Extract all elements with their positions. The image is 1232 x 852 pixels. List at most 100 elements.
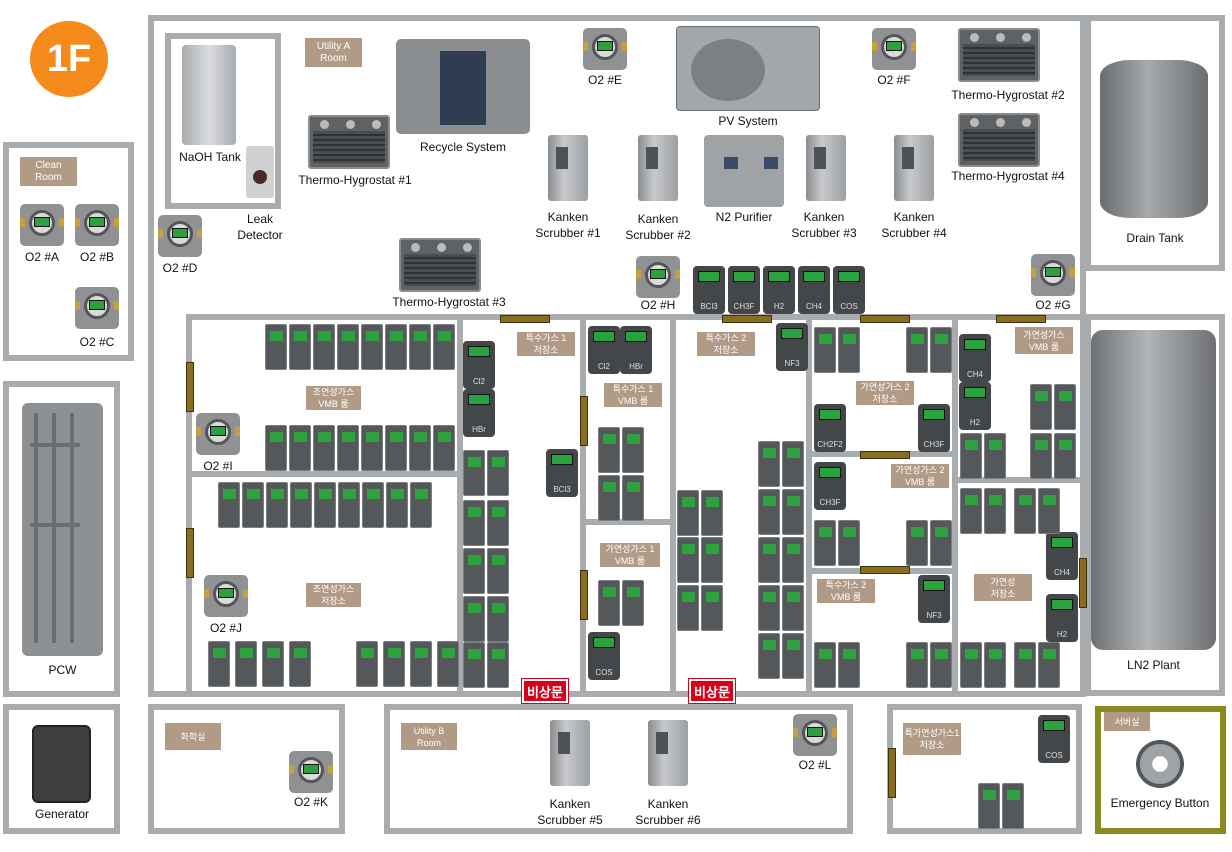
generator-unit[interactable] bbox=[32, 725, 91, 803]
gas-cabinet-mini[interactable] bbox=[242, 482, 264, 528]
gas-cabinet-mini[interactable] bbox=[1030, 433, 1052, 479]
gas-cabinet-mini[interactable] bbox=[356, 641, 378, 687]
drain-tank[interactable] bbox=[1100, 60, 1208, 218]
o2-sensor-j[interactable] bbox=[204, 575, 248, 617]
kanken-scrubber-4[interactable] bbox=[894, 135, 934, 201]
gas-cabinet-mini[interactable] bbox=[289, 641, 311, 687]
leak-detector[interactable] bbox=[246, 146, 274, 198]
gas-cabinet-mini[interactable] bbox=[782, 537, 804, 583]
gas-cabinet-mini[interactable] bbox=[1030, 384, 1052, 430]
gas-cabinet-mini[interactable] bbox=[622, 427, 644, 473]
thermo-hygrostat-2[interactable] bbox=[958, 28, 1040, 82]
gas-cabinet-mini[interactable] bbox=[218, 482, 240, 528]
gas-cabinet-mini[interactable] bbox=[463, 450, 485, 496]
gas-cabinet-mini[interactable] bbox=[978, 783, 1000, 829]
nf3-cabinet[interactable]: NF3 bbox=[776, 323, 808, 371]
h2-cabinet-3[interactable]: H2 bbox=[1046, 594, 1078, 642]
gas-cabinet-mini[interactable] bbox=[677, 490, 699, 536]
gas-cabinet-mini[interactable] bbox=[1054, 384, 1076, 430]
gas-cabinet-mini[interactable] bbox=[409, 324, 431, 370]
kanken-scrubber-1[interactable] bbox=[548, 135, 588, 201]
gas-cabinet-mini[interactable] bbox=[758, 489, 780, 535]
gas-cabinet-mini[interactable] bbox=[960, 488, 982, 534]
gas-cabinet-mini[interactable] bbox=[930, 327, 952, 373]
ch3f-cabinet[interactable]: CH3F bbox=[728, 266, 760, 314]
gas-cabinet-mini[interactable] bbox=[598, 475, 620, 521]
bcl3-cabinet-2[interactable]: BCl3 bbox=[546, 449, 578, 497]
gas-cabinet-mini[interactable] bbox=[1014, 488, 1036, 534]
gas-cabinet-mini[interactable] bbox=[463, 500, 485, 546]
ch3f-cabinet-3[interactable]: CH3F bbox=[814, 462, 846, 510]
ch2f2-cabinet[interactable]: CH2F2 bbox=[814, 404, 846, 452]
gas-cabinet-mini[interactable] bbox=[362, 482, 384, 528]
gas-cabinet-mini[interactable] bbox=[622, 475, 644, 521]
o2-sensor-i[interactable] bbox=[196, 413, 240, 455]
o2-sensor-k[interactable] bbox=[289, 751, 333, 793]
o2-sensor-h[interactable] bbox=[636, 256, 680, 298]
gas-cabinet-mini[interactable] bbox=[361, 324, 383, 370]
gas-cabinet-mini[interactable] bbox=[385, 425, 407, 471]
gas-cabinet-mini[interactable] bbox=[313, 324, 335, 370]
thermo-hygrostat-3[interactable] bbox=[399, 238, 481, 292]
h2-cabinet[interactable]: H2 bbox=[763, 266, 795, 314]
gas-cabinet-mini[interactable] bbox=[782, 633, 804, 679]
kanken-scrubber-2[interactable] bbox=[638, 135, 678, 201]
gas-cabinet-mini[interactable] bbox=[814, 520, 836, 566]
ch4-cabinet-3[interactable]: CH4 bbox=[1046, 532, 1078, 580]
gas-cabinet-mini[interactable] bbox=[262, 641, 284, 687]
gas-cabinet-mini[interactable] bbox=[1038, 488, 1060, 534]
gas-cabinet-mini[interactable] bbox=[598, 580, 620, 626]
n2-purifier[interactable] bbox=[704, 135, 784, 207]
gas-cabinet-mini[interactable] bbox=[782, 585, 804, 631]
gas-cabinet-mini[interactable] bbox=[814, 327, 836, 373]
gas-cabinet-mini[interactable] bbox=[265, 324, 287, 370]
o2-sensor-a[interactable] bbox=[20, 204, 64, 246]
gas-cabinet-mini[interactable] bbox=[930, 520, 952, 566]
gas-cabinet-mini[interactable] bbox=[701, 585, 723, 631]
gas-cabinet-mini[interactable] bbox=[960, 642, 982, 688]
o2-sensor-e[interactable] bbox=[583, 28, 627, 70]
bcl3-cabinet[interactable]: BCl3 bbox=[693, 266, 725, 314]
gas-cabinet-mini[interactable] bbox=[677, 537, 699, 583]
gas-cabinet-mini[interactable] bbox=[782, 441, 804, 487]
cos-cabinet[interactable]: COS bbox=[833, 266, 865, 314]
gas-cabinet-mini[interactable] bbox=[1038, 642, 1060, 688]
gas-cabinet-mini[interactable] bbox=[906, 520, 928, 566]
gas-cabinet-mini[interactable] bbox=[984, 488, 1006, 534]
gas-cabinet-mini[interactable] bbox=[984, 642, 1006, 688]
gas-cabinet-mini[interactable] bbox=[598, 427, 620, 473]
gas-cabinet-mini[interactable] bbox=[487, 548, 509, 594]
gas-cabinet-mini[interactable] bbox=[487, 642, 509, 688]
gas-cabinet-mini[interactable] bbox=[701, 490, 723, 536]
gas-cabinet-mini[interactable] bbox=[383, 641, 405, 687]
gas-cabinet-mini[interactable] bbox=[814, 642, 836, 688]
gas-cabinet-mini[interactable] bbox=[782, 489, 804, 535]
gas-cabinet-mini[interactable] bbox=[463, 596, 485, 642]
gas-cabinet-mini[interactable] bbox=[758, 441, 780, 487]
gas-cabinet-mini[interactable] bbox=[289, 324, 311, 370]
gas-cabinet-mini[interactable] bbox=[265, 425, 287, 471]
cos-cabinet-2[interactable]: COS bbox=[588, 632, 620, 680]
o2-sensor-l[interactable] bbox=[793, 714, 837, 756]
gas-cabinet-mini[interactable] bbox=[1054, 433, 1076, 479]
thermo-hygrostat-4[interactable] bbox=[958, 113, 1040, 167]
gas-cabinet-mini[interactable] bbox=[410, 482, 432, 528]
gas-cabinet-mini[interactable] bbox=[433, 324, 455, 370]
ch4-cabinet[interactable]: CH4 bbox=[798, 266, 830, 314]
gas-cabinet-mini[interactable] bbox=[906, 327, 928, 373]
gas-cabinet-mini[interactable] bbox=[677, 585, 699, 631]
gas-cabinet-mini[interactable] bbox=[960, 433, 982, 479]
gas-cabinet-mini[interactable] bbox=[930, 642, 952, 688]
gas-cabinet-mini[interactable] bbox=[386, 482, 408, 528]
o2-sensor-b[interactable] bbox=[75, 204, 119, 246]
kanken-scrubber-6[interactable] bbox=[648, 720, 688, 786]
gas-cabinet-mini[interactable] bbox=[290, 482, 312, 528]
gas-cabinet-mini[interactable] bbox=[487, 450, 509, 496]
gas-cabinet-mini[interactable] bbox=[487, 500, 509, 546]
gas-cabinet-mini[interactable] bbox=[337, 324, 359, 370]
recycle-system[interactable] bbox=[396, 39, 530, 134]
h2-cabinet-2[interactable]: H2 bbox=[959, 382, 991, 430]
cl2-cabinet[interactable]: Cl2 bbox=[463, 341, 495, 389]
o2-sensor-d[interactable] bbox=[158, 215, 202, 257]
gas-cabinet-mini[interactable] bbox=[338, 482, 360, 528]
